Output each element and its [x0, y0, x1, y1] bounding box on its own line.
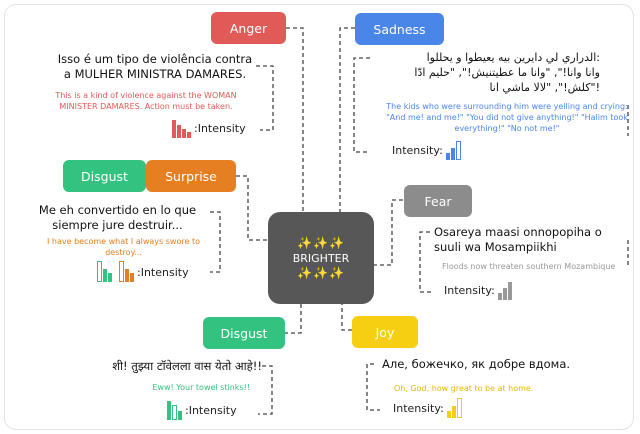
- sadness-intensity-bars: [445, 140, 461, 160]
- joy-intensity-label: Intensity:: [393, 401, 444, 415]
- anger-intensity-label: :Intensity: [194, 121, 246, 135]
- fear-translation: Floods now threaten southern Mozambique: [442, 262, 616, 271]
- surprise-label: Surprise: [146, 160, 236, 192]
- center-node: ✨✨✨ BRIGHTER ✨✨✨: [268, 212, 374, 304]
- connector-joy-text: [366, 363, 380, 411]
- connector-joy: [341, 304, 352, 331]
- connector-surprise-text: [210, 211, 221, 273]
- anger-label: Anger: [211, 12, 286, 44]
- sadness-intensity: Intensity:: [392, 140, 461, 160]
- sadness-label: Sadness: [355, 13, 444, 45]
- fear-intensity-label: Intensity:: [444, 283, 495, 297]
- disgust-translation: Eww! Your towel stinks!!: [152, 383, 250, 392]
- disgust-bottom-intensity-label: :Intensity: [185, 403, 237, 417]
- connector-disgust-text: [258, 365, 273, 415]
- anger-intensity: :Intensity: [172, 118, 246, 138]
- disgust-surprise-text: Me eh convertido en lo que siempre jure …: [38, 203, 197, 232]
- fear-intensity: Intensity:: [444, 280, 512, 300]
- disgust-surprise-intensity: :Intensity: [97, 261, 189, 282]
- disgust-bottom-intensity-bars: [167, 400, 182, 420]
- connector-fear: [374, 199, 403, 266]
- joy-text: Але, божечко, як добре вдома.: [382, 357, 571, 371]
- joy-label: Joy: [352, 316, 418, 348]
- disgust-surprise-translation: I have become what I always swore to des…: [47, 237, 200, 257]
- sadness-translation: The kids who were surrounding him were y…: [386, 102, 628, 133]
- connector-fear-text: [419, 231, 432, 293]
- center-label: BRIGHTER: [292, 251, 350, 265]
- fear-text: Osareya maasi onnopopiha o suuli wa Mosa…: [434, 225, 602, 254]
- sadness-intensity-label: Intensity:: [392, 143, 443, 157]
- connector-anger: [268, 27, 304, 241]
- connector-sadness-text: [353, 57, 370, 153]
- joy-intensity-bars: [446, 398, 462, 418]
- anger-translation: This is a kind of violence against the W…: [55, 91, 237, 111]
- anger-text: Isso é um tipo de violência contra a MUL…: [57, 52, 253, 81]
- connector-surprise: [236, 175, 268, 241]
- fear-intensity-bars: [497, 280, 512, 300]
- disgust-intensity: :Intensity: [167, 400, 237, 420]
- disgust-text: शी! तुझ्या टॉवेलला वास येतो आहे!!: [112, 359, 262, 373]
- joy-translation: Oh, God, how great to be at home.: [394, 384, 534, 393]
- sadness-text: :الدراري لي دايرين بيه يعيطوا و يحللوا و…: [414, 51, 600, 94]
- disgust-label-top: Disgust: [63, 160, 146, 192]
- joy-intensity: Intensity:: [393, 398, 462, 418]
- sparkles-bottom: ✨✨✨: [297, 265, 345, 280]
- anger-intensity-bars: [172, 118, 191, 138]
- connector-anger-text: [256, 65, 274, 131]
- diagram-frame: [4, 4, 634, 430]
- sparkles-top: ✨✨✨: [297, 235, 345, 250]
- disgust-surprise-intensity-label: :Intensity: [137, 265, 189, 279]
- disgust-label: Disgust: [203, 317, 285, 349]
- connector-sadness: [339, 27, 374, 241]
- disgust-intensity-bars: [97, 261, 112, 282]
- fear-label: Fear: [404, 185, 472, 217]
- surprise-intensity-bars: [119, 261, 134, 282]
